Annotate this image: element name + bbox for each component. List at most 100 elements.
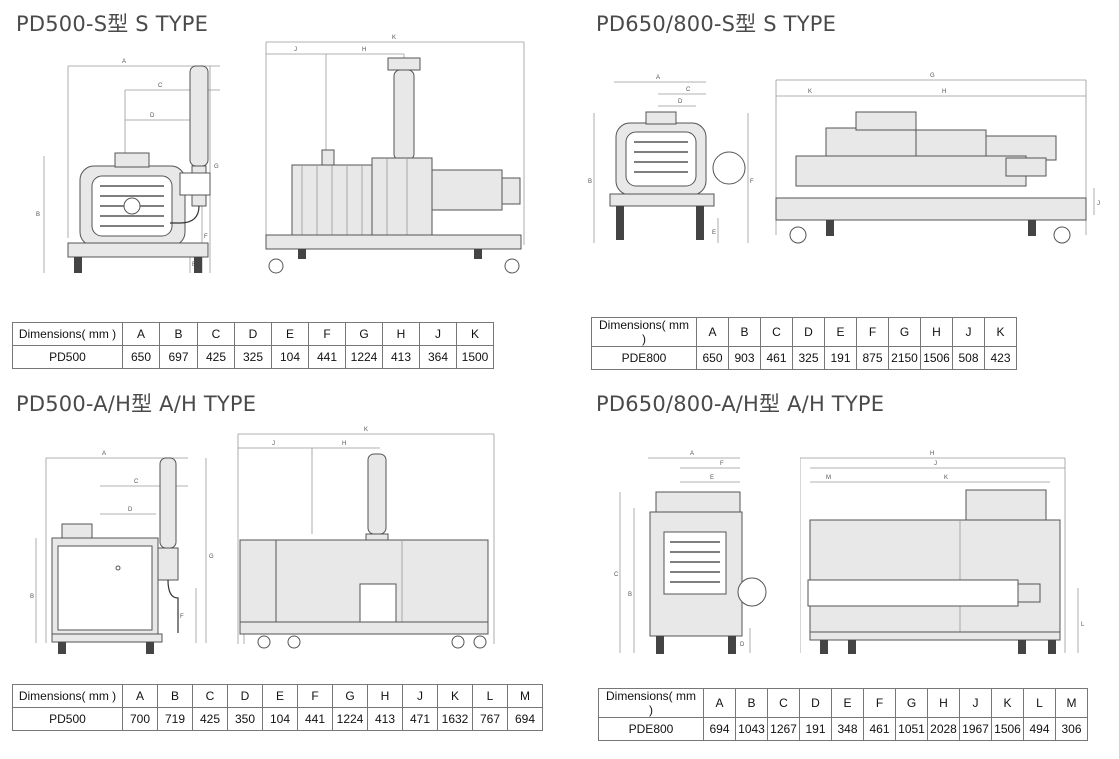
svg-text:D: D: [150, 113, 155, 119]
table-header-cell: A: [122, 684, 158, 708]
svg-text:L: L: [1081, 622, 1085, 628]
svg-text:C: C: [686, 87, 691, 93]
dimension-table-pd500-s: Dimensions( mm ) A B C D E F G H J K PD5…: [12, 322, 494, 369]
svg-text:D: D: [678, 99, 683, 105]
table-header-cell: E: [831, 688, 864, 718]
dimension-table-pd650-800-ah: Dimensions( mm ) A B C D E F G H J K L M…: [598, 688, 1088, 741]
table-header-cell: Dimensions( mm ): [591, 317, 697, 347]
table-cell: 364: [419, 345, 457, 369]
table-cell: 494: [1023, 717, 1056, 741]
svg-text:B: B: [588, 179, 592, 185]
table-header-cell: M: [507, 684, 543, 708]
table-cell: 875: [856, 346, 889, 370]
table-header-row: Dimensions( mm ) A B C D E F G H J K L M: [598, 688, 1088, 718]
table-header-cell: B: [728, 317, 761, 347]
table-header-cell: Dimensions( mm ): [12, 322, 123, 346]
table-cell: 423: [984, 346, 1017, 370]
svg-text:B: B: [628, 592, 632, 598]
table-header-cell: A: [703, 688, 736, 718]
table-cell: 1043: [735, 717, 768, 741]
svg-text:F: F: [750, 179, 754, 185]
table-header-cell: G: [895, 688, 928, 718]
table-header-cell: K: [437, 684, 473, 708]
svg-text:H: H: [930, 451, 934, 457]
svg-text:D: D: [128, 507, 133, 513]
svg-text:M: M: [826, 475, 831, 481]
table-cell: 1967: [959, 717, 992, 741]
svg-text:K: K: [364, 427, 368, 433]
table-header-cell: L: [472, 684, 508, 708]
table-cell: 1051: [895, 717, 928, 741]
table-cell: 697: [159, 345, 198, 369]
svg-text:J: J: [272, 441, 275, 447]
svg-text:J: J: [934, 461, 937, 467]
section-title-pd650-800-ah: PD650/800-A/H型 A/H TYPE: [596, 392, 885, 416]
table-cell: 2028: [927, 717, 960, 741]
table-cell: 425: [197, 345, 235, 369]
table-cell: 1506: [991, 717, 1024, 741]
table-header-cell: K: [984, 317, 1017, 347]
table-header-cell: E: [262, 684, 298, 708]
table-cell: 325: [234, 345, 272, 369]
table-header-cell: F: [863, 688, 896, 718]
svg-text:D: D: [740, 642, 745, 648]
table-cell: 191: [824, 346, 857, 370]
table-header-cell: Dimensions( mm ): [12, 684, 123, 708]
table-header-cell: L: [1023, 688, 1056, 718]
svg-text:F: F: [180, 614, 184, 620]
svg-text:A: A: [690, 451, 694, 457]
table-cell: 903: [728, 346, 761, 370]
svg-text:F: F: [204, 234, 208, 240]
table-header-cell: C: [197, 322, 235, 346]
pd650-800-ah-side-view: H J M K G L: [800, 448, 1090, 663]
svg-text:F: F: [720, 461, 724, 467]
table-cell: 767: [472, 707, 508, 731]
table-cell: 425: [192, 707, 228, 731]
table-header-cell: B: [735, 688, 768, 718]
table-header-cell: H: [927, 688, 960, 718]
svg-text:E: E: [712, 230, 716, 236]
table-cell: 104: [271, 345, 309, 369]
dim-label-a: A: [122, 59, 126, 65]
table-cell: 719: [157, 707, 193, 731]
svg-text:C: C: [134, 479, 139, 485]
table-header-cell: G: [345, 322, 383, 346]
table-header-cell: H: [382, 322, 420, 346]
pd650-800-s-side-view: G K H J: [756, 70, 1106, 255]
table-cell: 325: [792, 346, 825, 370]
section-title-pd500-ah: PD500-A/H型 A/H TYPE: [16, 392, 257, 416]
table-header-cell: C: [192, 684, 228, 708]
table-cell: 2150: [888, 346, 921, 370]
svg-text:K: K: [808, 89, 812, 95]
table-header-cell: G: [888, 317, 921, 347]
table-header-row: Dimensions( mm ) A B C D E F G H J K: [591, 317, 1017, 347]
table-cell: 471: [402, 707, 438, 731]
table-header-cell: F: [297, 684, 333, 708]
table-header-row: Dimensions( mm ) A B C D E F G H J K: [12, 322, 494, 346]
pd650-800-s-front-view: A C D B F E: [586, 68, 756, 253]
table-header-cell: B: [157, 684, 193, 708]
table-cell: 650: [122, 345, 160, 369]
table-header-cell: K: [456, 322, 494, 346]
table-header-row: Dimensions( mm ) A B C D E F G H J K L M: [12, 684, 543, 708]
table-cell: 694: [703, 717, 736, 741]
svg-text:H: H: [942, 89, 946, 95]
table-cell: 1224: [345, 345, 383, 369]
table-cell: 694: [507, 707, 543, 731]
table-cell: PD500: [12, 345, 123, 369]
table-header-cell: C: [760, 317, 793, 347]
table-cell: 413: [367, 707, 403, 731]
table-cell: 461: [760, 346, 793, 370]
svg-text:K: K: [944, 475, 948, 481]
section-title-pd500-s: PD500-S型 S TYPE: [16, 12, 209, 36]
svg-text:G: G: [930, 73, 935, 79]
table-cell: PDE800: [598, 717, 704, 741]
table-cell: 461: [863, 717, 896, 741]
table-cell: 306: [1055, 717, 1088, 741]
pd500-ah-side-view: K J H L M: [232, 424, 507, 654]
table-header-cell: J: [959, 688, 992, 718]
pd500-s-front-view: A C D B G F E: [30, 38, 225, 283]
table-header-cell: M: [1055, 688, 1088, 718]
svg-text:B: B: [36, 212, 40, 218]
pd500-ah-front-view: A C D B G F: [28, 448, 223, 658]
